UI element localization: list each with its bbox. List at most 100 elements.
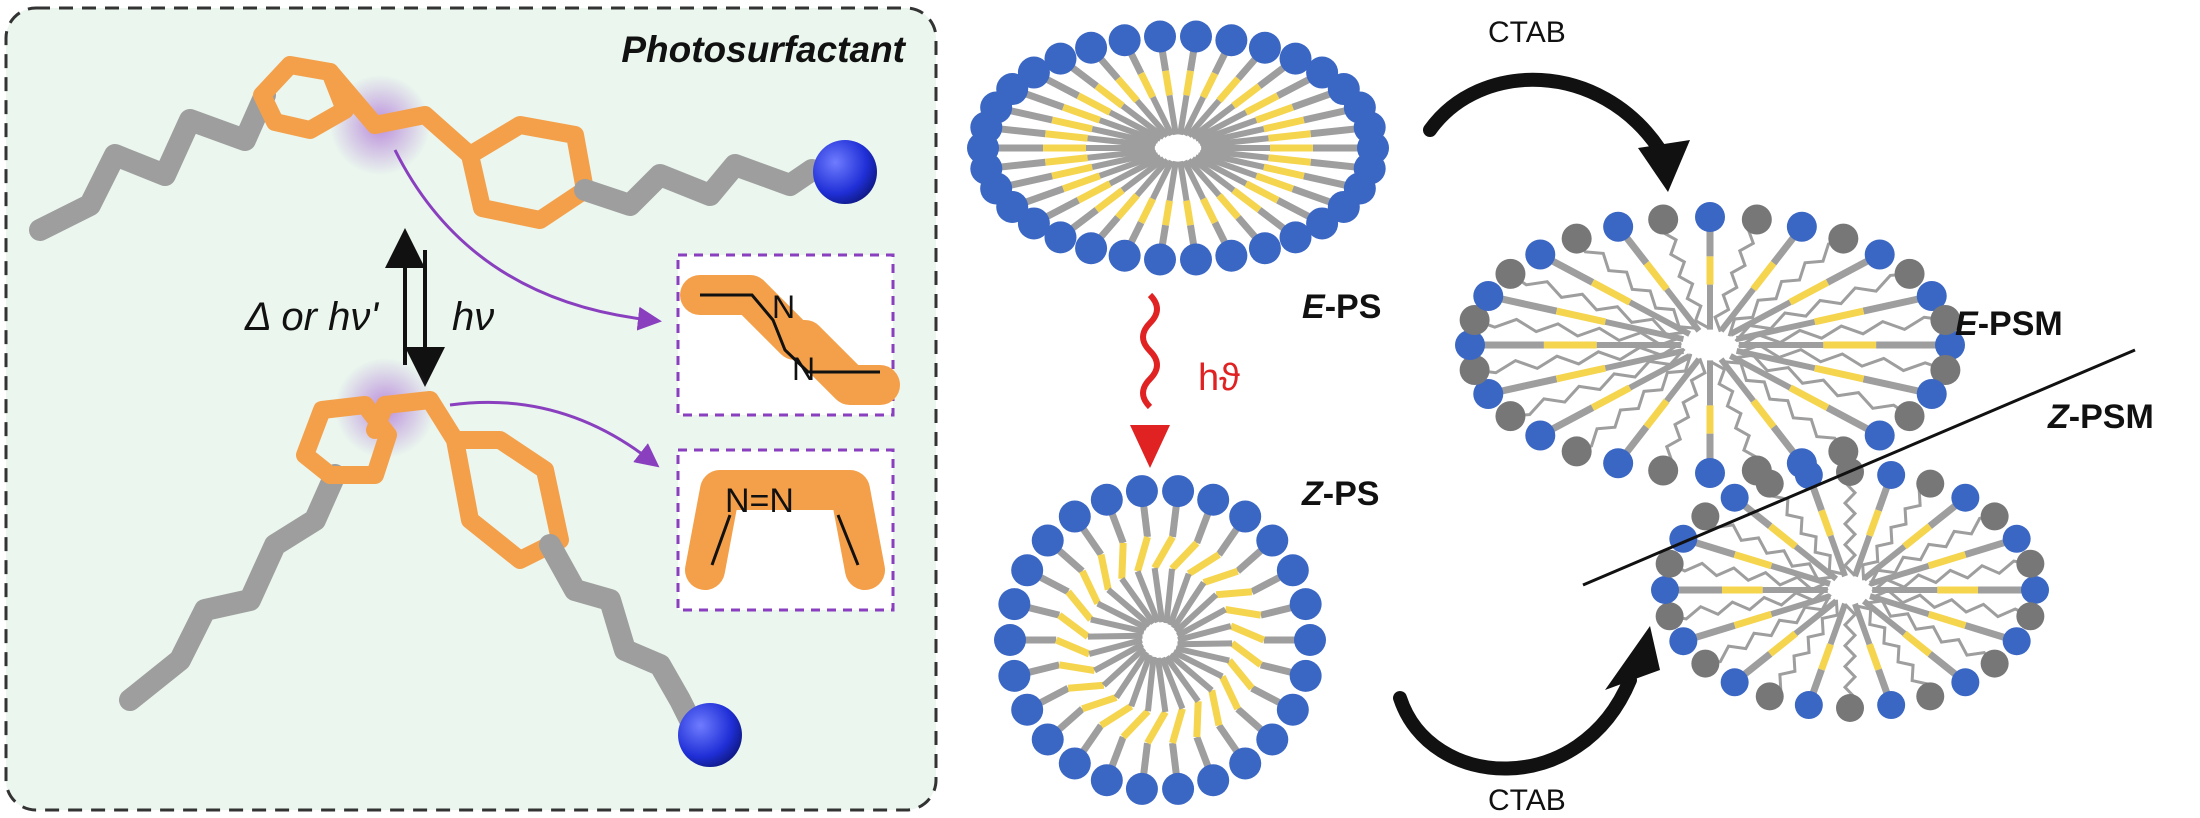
ctab-head-group xyxy=(1980,649,2009,678)
azobenzene-segment xyxy=(1231,187,1262,213)
surfactant-head-group xyxy=(1256,723,1289,756)
cis-callout-arrow xyxy=(449,400,660,468)
azobenzene-segment xyxy=(1202,567,1239,586)
azobenzene-segment xyxy=(1226,658,1255,691)
alkyl-tail xyxy=(1159,656,1186,710)
alkyl-tail xyxy=(1150,159,1175,201)
ctab-tail xyxy=(1474,341,1683,375)
ctab-arrow-bottom xyxy=(1393,626,1660,776)
ctab-tail xyxy=(1669,587,1829,621)
azobenzene-segment xyxy=(1643,398,1670,429)
azobenzene-segment xyxy=(1169,540,1200,572)
alkyl-tail xyxy=(1196,152,1258,179)
azobenzene-segment xyxy=(1058,661,1096,674)
alkyl-tail xyxy=(1119,577,1157,625)
azobenzene-segment xyxy=(1144,710,1169,745)
micelle-z-ps xyxy=(994,475,1326,805)
azobenzene-segment xyxy=(1151,535,1176,570)
azobenzene-segment xyxy=(1200,197,1219,225)
alkyl-tail xyxy=(1093,641,1144,674)
surfactant-head-group xyxy=(1162,475,1195,508)
azobenzene-segment xyxy=(1818,643,1834,671)
azobenzene-segment xyxy=(1097,553,1112,591)
alkyl-tail xyxy=(1163,568,1175,624)
alkyl-tail xyxy=(1193,109,1248,142)
azobenzene-segment xyxy=(1054,636,1091,658)
trans-azo-inset: N N xyxy=(676,253,900,417)
alkyl-tail xyxy=(1177,160,1190,202)
surfactant-head-group xyxy=(1215,24,1248,57)
ctab-head-group xyxy=(2016,602,2045,631)
light-irradiation-arrow xyxy=(1130,292,1170,468)
surfactant-head-group xyxy=(1248,31,1281,64)
surfactant-head-group xyxy=(998,659,1031,692)
azobenzene-segment xyxy=(1866,509,1882,537)
azobenzene-segment xyxy=(1099,703,1134,729)
surfactant-head-group xyxy=(1951,668,1980,697)
cis-azo-inset: N=N xyxy=(676,448,895,612)
azobenzene-segment xyxy=(1051,116,1093,133)
azobenzene-segment xyxy=(1193,701,1202,738)
azobenzene-segment xyxy=(1118,542,1127,579)
cis-azo-bridge xyxy=(366,391,464,449)
alkyl-tail xyxy=(1176,606,1227,639)
surfactant-head-group xyxy=(1215,239,1248,272)
azobenzene-segment xyxy=(1555,364,1607,383)
alkyl-tail xyxy=(1096,600,1148,631)
ctab-head-group xyxy=(1459,354,1490,385)
alkyl-tail xyxy=(1166,94,1179,136)
azobenzene-segment xyxy=(1263,116,1305,133)
alkyl-tail xyxy=(1827,534,1848,578)
ctab-tail xyxy=(1842,603,1858,709)
forward-condition-label: hν xyxy=(452,295,494,339)
trans-head-group-sphere xyxy=(813,140,877,204)
ctab-head-group xyxy=(1741,204,1772,235)
ctab-tail xyxy=(1855,604,1932,697)
azobenzene-segment xyxy=(1062,172,1101,193)
surfactant-head-group xyxy=(2021,576,2049,604)
azobenzene-segment xyxy=(1115,76,1140,103)
alkyl-tail xyxy=(1091,149,1157,171)
surfactant-head-group xyxy=(998,588,1031,621)
azobenzene-segment xyxy=(1767,630,1798,657)
alkyl-tail xyxy=(1163,655,1201,703)
azobenzene-segment xyxy=(1244,180,1280,204)
surfactant-head-group xyxy=(1031,524,1064,557)
trans-five-ring xyxy=(253,56,354,139)
alkyl-tail xyxy=(1664,287,1702,333)
azobenzene-segment xyxy=(1902,523,1933,550)
label-e-ps: E-PS xyxy=(1302,288,1381,326)
azobenzene-segment xyxy=(1750,261,1777,292)
label-z-ps: Z-PS xyxy=(1301,475,1379,513)
ctab-head-group xyxy=(1894,401,1925,432)
alkyl-tail xyxy=(1852,534,1873,578)
azobenzene-segment xyxy=(1229,622,1266,644)
alkyl-tail xyxy=(1869,562,1930,587)
alkyl-tail xyxy=(1134,98,1170,138)
alkyl-tail xyxy=(1186,98,1222,138)
ctab-head-group xyxy=(1930,305,1961,336)
alkyl-tail xyxy=(1728,353,1792,391)
azobenzene-segment xyxy=(1818,509,1834,537)
surfactant-head-group xyxy=(1011,554,1044,587)
surfactant-head-group xyxy=(994,624,1026,656)
azobenzene-segment xyxy=(1643,261,1670,292)
surfactant-head-group xyxy=(1794,691,1823,720)
micelle-z-psm xyxy=(1651,458,2049,722)
alkyl-tail xyxy=(1173,592,1219,634)
azobenzene-segment xyxy=(1183,70,1194,96)
surfactant-head-group xyxy=(1179,20,1212,53)
azobenzene-segment xyxy=(1902,630,1933,657)
alkyl-tail xyxy=(1827,602,1848,646)
equilibrium-arrows xyxy=(385,228,445,387)
alkyl-tail xyxy=(1154,657,1169,713)
azobenzene-segment xyxy=(1788,279,1830,306)
alkyl-tail xyxy=(1128,653,1153,708)
ctab-head-group xyxy=(1916,682,1945,711)
alkyl-tail xyxy=(1861,544,1907,582)
azobenzene-segment xyxy=(1733,610,1773,629)
azobenzene-segment xyxy=(1044,154,1088,166)
surfactant-head-group xyxy=(1058,747,1091,780)
azobenzene-segment xyxy=(1268,130,1312,142)
